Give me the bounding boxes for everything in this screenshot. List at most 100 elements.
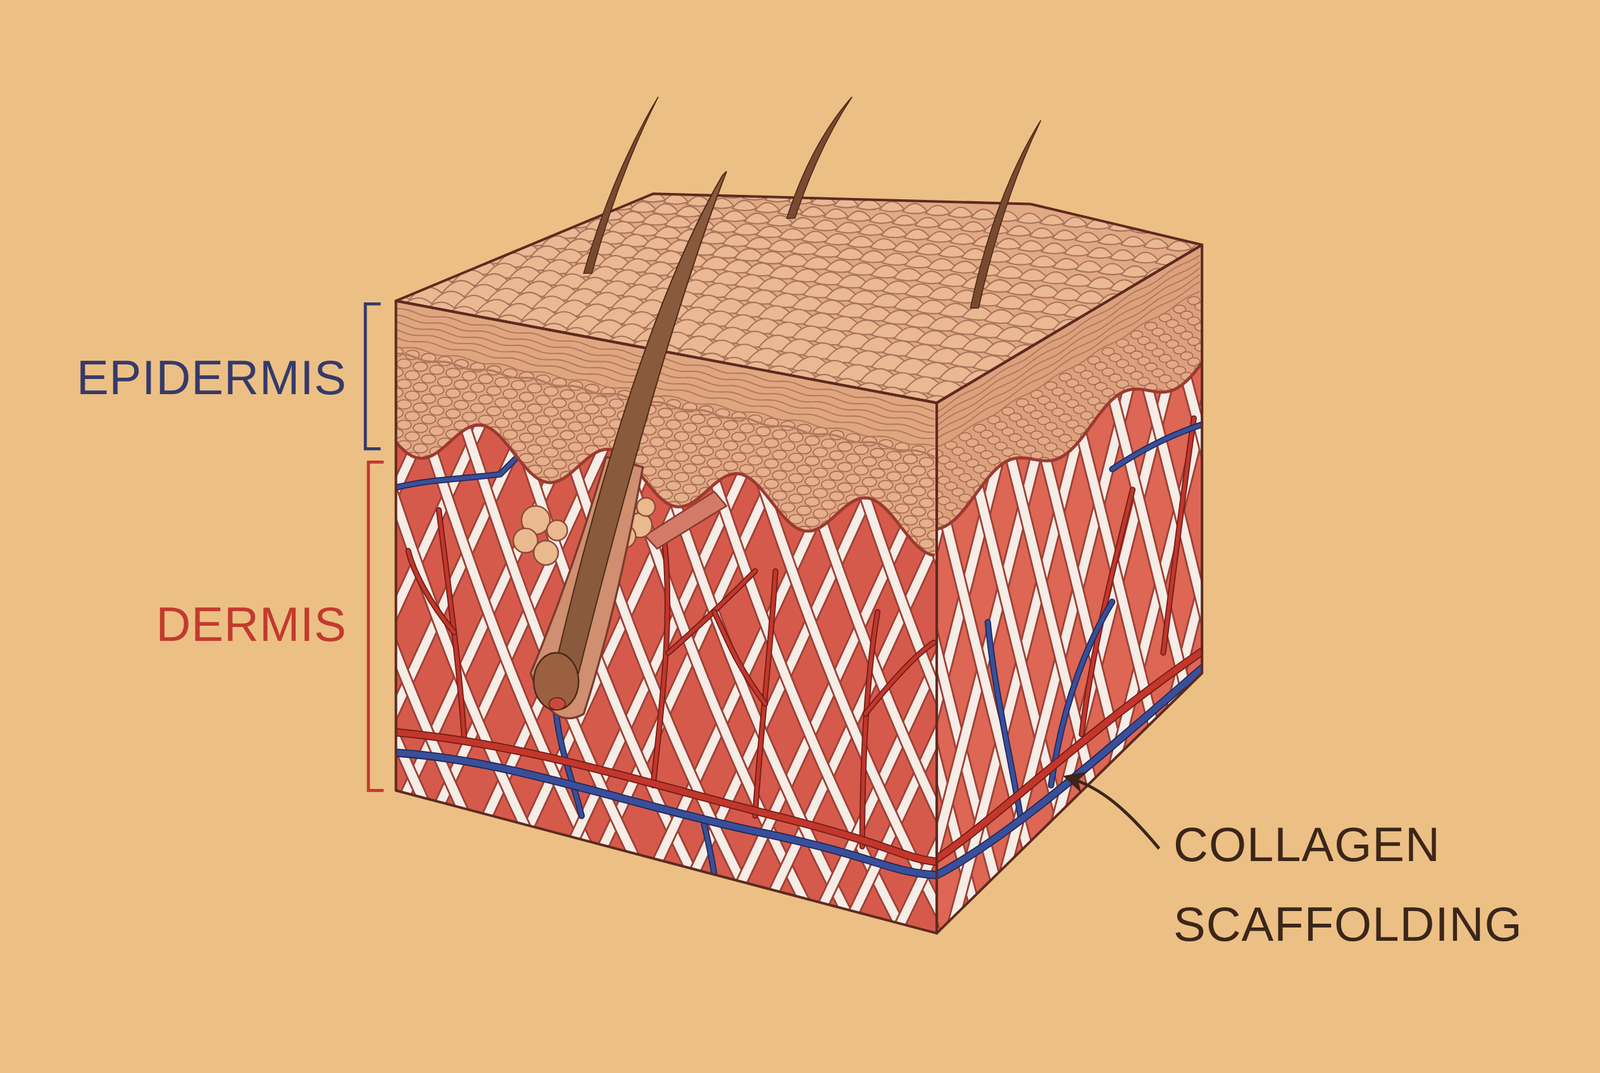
epidermal-cell bbox=[666, 420, 682, 430]
collagen-fiber bbox=[317, 387, 593, 980]
surface-base bbox=[396, 193, 1203, 403]
skin-cell bbox=[847, 236, 875, 248]
epidermal-cell bbox=[862, 456, 877, 467]
vessel-edge bbox=[1163, 418, 1194, 654]
epidermal-cell bbox=[853, 486, 869, 496]
epidermal-cell bbox=[837, 524, 853, 534]
epidermal-cell bbox=[658, 429, 673, 439]
epidermal-cell bbox=[551, 500, 567, 511]
epidermal-cell bbox=[862, 477, 877, 488]
epidermal-cell bbox=[748, 435, 763, 445]
epidermal-cell bbox=[543, 427, 559, 438]
collagen-fiber bbox=[72, 387, 349, 980]
collagen-fiber bbox=[81, 387, 326, 980]
epidermal-cell bbox=[1016, 480, 1029, 489]
epidermal-cell bbox=[829, 471, 845, 482]
epidermal-cell bbox=[706, 417, 722, 428]
epidermal-cell bbox=[584, 465, 600, 476]
epidermis-texture bbox=[388, 308, 950, 582]
skin-cell bbox=[1200, 229, 1226, 240]
epidermal-cell bbox=[748, 537, 763, 547]
epidermal-cell bbox=[772, 429, 787, 440]
epidermal-cell bbox=[1137, 418, 1150, 427]
epidermal-cell bbox=[568, 401, 583, 412]
epidermal-cell bbox=[911, 568, 926, 578]
epidermal-cell bbox=[796, 444, 812, 455]
epidermal-cell bbox=[503, 491, 518, 501]
epidermal-cell bbox=[682, 463, 698, 474]
epidermal-cell bbox=[413, 382, 428, 393]
skin-cell bbox=[756, 226, 784, 238]
epidermal-cell bbox=[805, 537, 820, 548]
dermal-junction bbox=[936, 362, 1202, 530]
skin-cell bbox=[881, 227, 908, 238]
epidermal-cell bbox=[1158, 395, 1171, 404]
skin-cell bbox=[893, 241, 921, 253]
skin-cell bbox=[742, 189, 768, 200]
epidermal-cell bbox=[894, 544, 910, 555]
epidermal-cell bbox=[862, 559, 877, 569]
epidermal-cell bbox=[829, 553, 845, 563]
epidermal-cell bbox=[1094, 423, 1107, 432]
epidermal-cell bbox=[601, 387, 616, 397]
epidermal-cell bbox=[756, 508, 771, 519]
collagen-fiber-edge bbox=[738, 244, 933, 1000]
epidermal-cell bbox=[919, 457, 935, 468]
epidermal-cell bbox=[796, 465, 812, 475]
epidermal-cell bbox=[903, 454, 918, 464]
epidermal-cell bbox=[853, 445, 869, 456]
epidermal-cell bbox=[446, 450, 461, 460]
epidermal-cell bbox=[446, 388, 461, 399]
epidermal-cell bbox=[666, 460, 682, 471]
collagen-fiber-edge bbox=[124, 387, 369, 980]
epidermal-cell bbox=[494, 377, 510, 388]
epidermal-cell bbox=[772, 470, 787, 481]
collagen-fiber bbox=[1205, 244, 1399, 1000]
epidermal-cell bbox=[846, 453, 861, 464]
epidermal-cell bbox=[666, 481, 682, 492]
epidermal-cell bbox=[731, 493, 747, 504]
epidermal-cell bbox=[739, 505, 755, 516]
epidermal-cell bbox=[788, 494, 804, 504]
epidermal-cell bbox=[1144, 403, 1157, 413]
epidermal-cell bbox=[911, 527, 926, 538]
epidermal-cell bbox=[453, 462, 469, 472]
skin-cell bbox=[948, 207, 974, 218]
vessel-edge bbox=[1112, 423, 1206, 470]
epidermal-cell bbox=[837, 462, 853, 473]
collagen-fiber-edge bbox=[20, 387, 296, 980]
epidermal-cell bbox=[837, 442, 853, 452]
epidermal-cell bbox=[911, 506, 926, 517]
skin-cell bbox=[995, 238, 1022, 250]
epidermal-cell bbox=[535, 415, 550, 426]
epidermal-cell bbox=[462, 453, 477, 463]
skin-cell bbox=[824, 233, 852, 245]
epidermal-cell bbox=[739, 424, 755, 434]
epidermal-cell bbox=[568, 422, 583, 432]
vessel-edge bbox=[653, 530, 668, 786]
epidermal-cell bbox=[674, 452, 690, 463]
epidermal-cell bbox=[519, 392, 535, 402]
blood-vessel bbox=[987, 622, 1021, 816]
epidermal-cell bbox=[405, 432, 420, 442]
epidermal-cell bbox=[1180, 393, 1193, 402]
skin-cell bbox=[675, 206, 702, 218]
skin-cell bbox=[1087, 247, 1114, 259]
epidermal-cell bbox=[453, 482, 469, 492]
epidermal-cell bbox=[870, 550, 885, 561]
skin-cell bbox=[1121, 265, 1149, 278]
epidermal-cell bbox=[593, 416, 608, 426]
collagen-fiber bbox=[0, 387, 189, 980]
epidermal-cell bbox=[421, 475, 437, 486]
sebaceous-gland bbox=[533, 540, 559, 566]
collagen-fiber-edge bbox=[127, 387, 404, 980]
epidermal-cell bbox=[903, 495, 918, 506]
block-outline bbox=[396, 301, 937, 935]
epidermal-cell bbox=[788, 432, 804, 443]
vessel-edge bbox=[396, 458, 516, 488]
skin-cell bbox=[1018, 240, 1045, 252]
epidermal-cell bbox=[519, 433, 535, 444]
epidermal-cell bbox=[862, 518, 877, 528]
epidermal-cell bbox=[690, 434, 706, 445]
